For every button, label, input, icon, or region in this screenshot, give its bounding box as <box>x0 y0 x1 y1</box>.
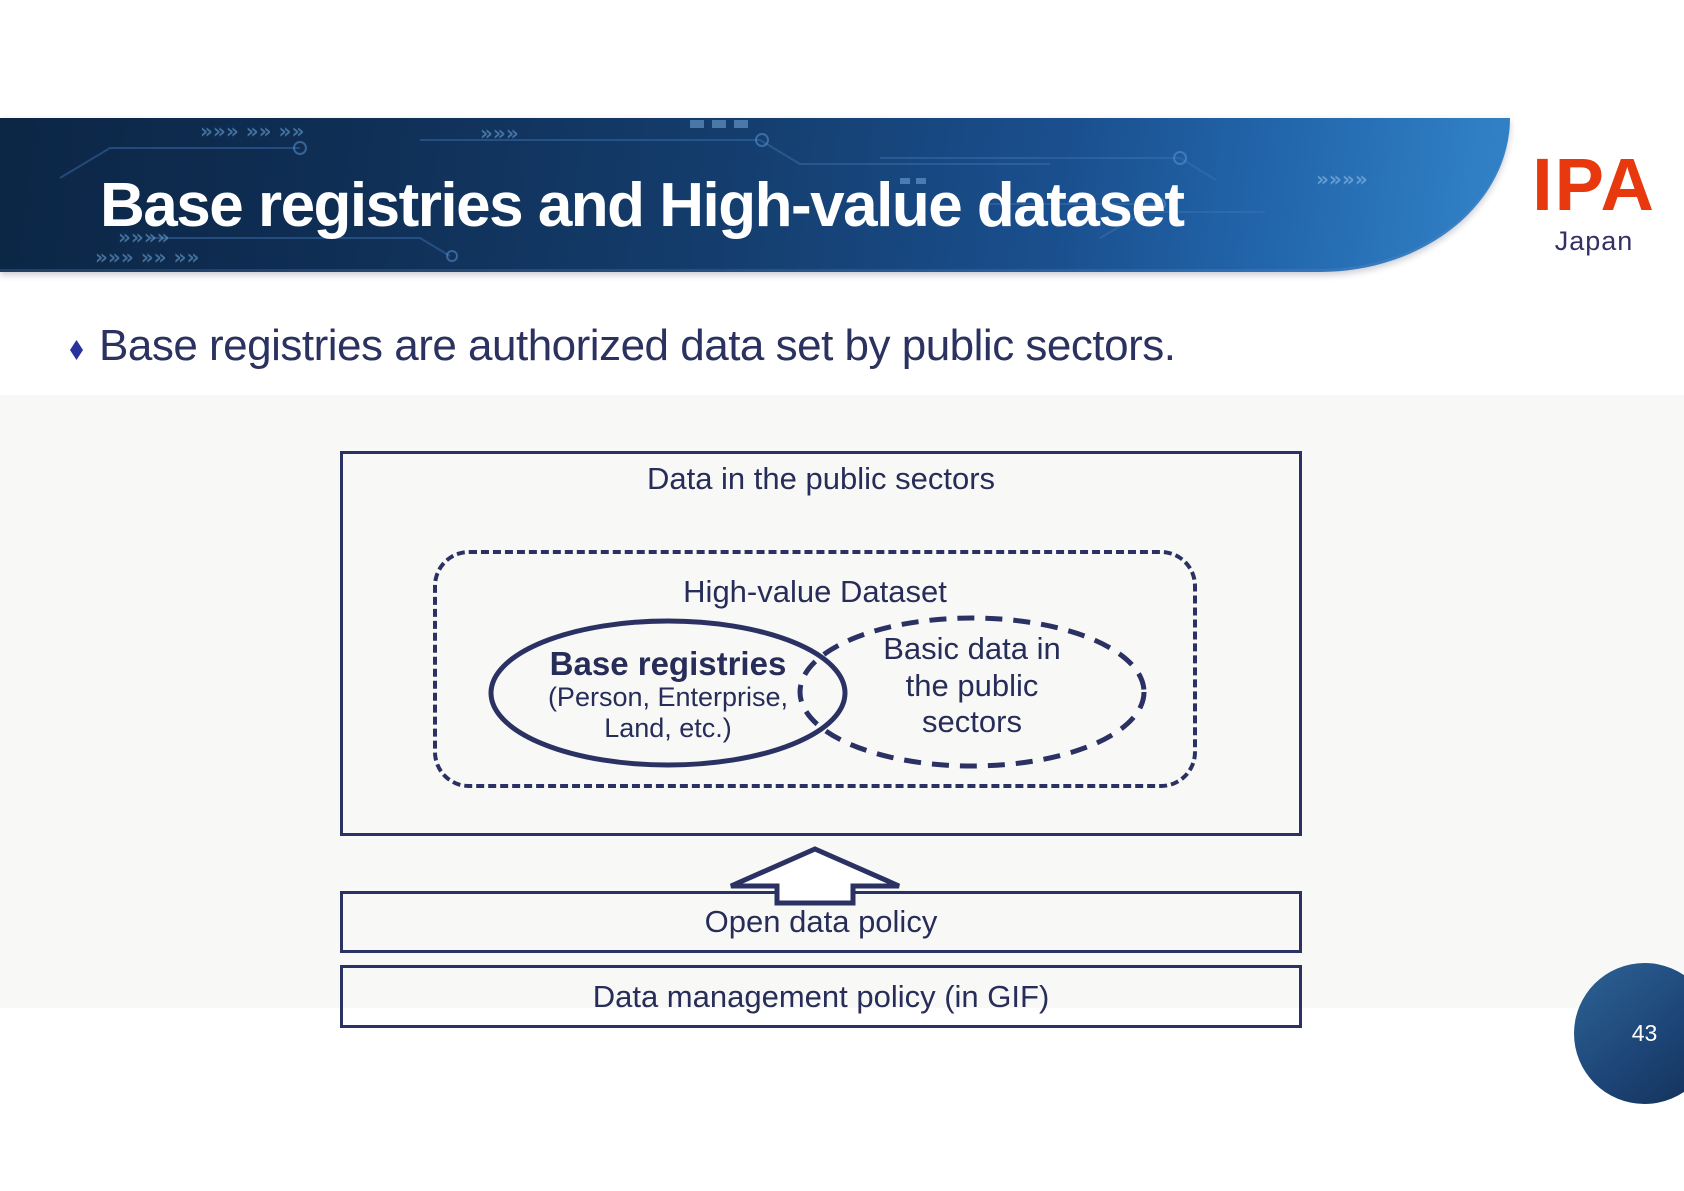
basic-data-line-3: sectors <box>922 704 1022 740</box>
ipa-logo-icon: IPA <box>1532 143 1656 226</box>
page-number-circle: 43 <box>1574 963 1684 1104</box>
high-value-dataset-box <box>433 550 1197 788</box>
public-sector-data-box <box>340 451 1302 836</box>
base-registries-text: Base registries (Person, Enterprise, Lan… <box>488 645 848 744</box>
basic-data-line-1: Basic data in <box>883 631 1061 666</box>
base-registries-subtitle-2: Land, etc.) <box>604 713 732 744</box>
svg-text:»»» »» »»: »»» »» »» <box>200 119 304 143</box>
ipa-logo: IPA Japan <box>1512 146 1676 257</box>
data-management-policy-label: Data management policy (in GIF) <box>592 978 1050 1014</box>
base-registries-ellipse <box>488 618 848 768</box>
bullet-diamond-icon <box>70 340 83 360</box>
bullet-text: Base registries are authorized data set … <box>99 321 1176 370</box>
base-registries-title: Base registries <box>549 645 787 682</box>
public-sector-data-label: Data in the public sectors <box>646 461 996 496</box>
high-value-dataset-label: High-value Dataset <box>683 574 947 609</box>
svg-text:»»»: »»» <box>480 121 519 145</box>
svg-text:»»» »» »»: »»» »» »» <box>95 245 199 269</box>
basic-data-line-2: the public <box>905 667 1039 703</box>
page-number: 43 <box>1631 1020 1658 1046</box>
page-title: Base registries and High-value dataset <box>100 171 1185 240</box>
basic-data-ellipse <box>797 615 1147 769</box>
up-arrow-icon <box>729 846 901 906</box>
ipa-logo-subtext: Japan <box>1554 225 1634 256</box>
svg-text:»»»»: »»»» <box>1316 167 1368 191</box>
svg-text:»»»»: »»»» <box>118 225 170 249</box>
basic-data-text: Basic data in the public sectors <box>800 631 1144 741</box>
header-band: »»» »» »» »»» »»» »» »» »»»» »»»» Base r… <box>0 118 1510 272</box>
data-management-policy-box: Data management policy (in GIF) <box>340 965 1302 1028</box>
open-data-policy-label: Open data policy <box>704 904 938 939</box>
circuit-pattern-decor: »»» »» »» »»» »»» »» »» »»»» »»»» <box>59 119 1368 269</box>
base-registries-subtitle-1: (Person, Enterprise, <box>547 682 789 713</box>
